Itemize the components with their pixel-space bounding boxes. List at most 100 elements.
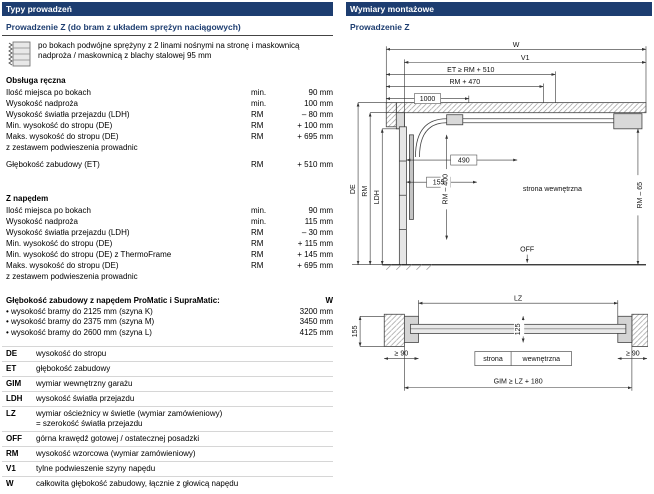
intro-text: po bokach podwójne sprężyny z 2 linami n… — [38, 41, 300, 60]
row-label: Maks. wysokość do stropu (DE) — [6, 132, 119, 141]
depth-item-label: • wysokość bramy do 2600 mm (szyna L) — [6, 327, 152, 337]
legend-row: W całkowita głębokość zabudowy, łącznie … — [2, 476, 333, 491]
row-value — [283, 271, 333, 282]
legend-text: głębokość zabudowy — [36, 364, 111, 373]
row-ref: RM — [251, 250, 264, 259]
row-ref: RM — [251, 261, 264, 270]
spring-door-icon — [8, 41, 31, 67]
dim-rm470: RM + 470 — [449, 79, 480, 86]
row-ref: min. — [251, 206, 267, 215]
row-label: Ilość miejsca po bokach — [6, 88, 91, 97]
legend-key: V1 — [6, 464, 16, 473]
inner-label-strona: strona — [483, 356, 503, 363]
intro-row: po bokach podwójne sprężyny z 2 linami n… — [6, 40, 333, 68]
legend-row: ET głębokość zabudowy — [2, 361, 333, 376]
table-row: z zestawem podwieszenia prowadnic — [2, 271, 333, 282]
table-row: Wysokość światła przejazdu (LDH) RM – 30… — [2, 227, 333, 238]
table-row: z zestawem podwieszenia prowadnic — [2, 142, 333, 153]
legend-key: LDH — [6, 394, 23, 403]
row-value: + 145 mm — [297, 250, 333, 259]
right-wall — [631, 313, 648, 347]
track-rail-bottom — [419, 122, 614, 158]
title-rule — [2, 35, 333, 36]
depth-item-value: 3450 mm — [299, 317, 333, 326]
inner-side-label: strona wewnętrzna — [523, 186, 582, 193]
depth-item-value: 3200 mm — [299, 306, 333, 316]
row-ref — [251, 142, 283, 153]
legend-row: GIM wymiar wewnętrzny garażu — [2, 376, 333, 391]
table-row: Wysokość światła przejazdu (LDH) RM – 80… — [2, 109, 333, 120]
row-value: + 100 mm — [297, 121, 333, 130]
legend-text: wysokość światła przejazdu — [36, 394, 135, 403]
row-label: Ilość miejsca po bokach — [6, 206, 91, 215]
row-label: Maks. wysokość do stropu (DE) — [6, 261, 119, 270]
row-label: Wysokość nadproża — [6, 217, 78, 226]
depth-col-header: W — [325, 296, 333, 305]
depth-item-label: • wysokość bramy do 2375 mm (szyna M) — [6, 317, 155, 326]
powered-table: Ilość miejsca po bokach min. 90 mm Wysok… — [2, 205, 333, 282]
row-ref: min. — [251, 217, 267, 226]
top-view-dim-labels: LZ 125 155 ≥ 90 ≥ 90 strona wewnętrzna G… — [352, 296, 640, 386]
drive-head — [613, 113, 643, 130]
table-row: Min. wysokość do stropu (DE) RM + 100 mm — [2, 120, 333, 131]
dim-490: 490 — [458, 158, 470, 165]
depth-title: Głębokość zabudowy z napędem ProMatic i … — [6, 296, 220, 305]
legend-text: wymiar ościeżnicy w świetle (wymiar zamó… — [36, 409, 333, 429]
dim-1000: 1000 — [420, 96, 436, 103]
door-leaf — [398, 126, 407, 266]
legend-key: ET — [6, 364, 17, 373]
dim-rm: RM — [362, 186, 369, 197]
table-row: Ilość miejsca po bokach min. 90 mm — [2, 205, 333, 216]
lintel-wall — [385, 102, 397, 128]
legend-row: DE wysokość do stropu — [2, 346, 333, 361]
row-ref: RM — [251, 121, 264, 130]
row-ref: RM — [251, 239, 264, 248]
dim-lz: LZ — [514, 296, 523, 303]
row-ref: RM — [251, 132, 264, 141]
legend-row: V1 tylne podwieszenie szyny napędu — [2, 461, 333, 476]
legend-key: RM — [6, 449, 19, 458]
row-ref: min. — [251, 88, 267, 97]
dim-155: 155 — [433, 180, 445, 187]
legend-row: LDH wysokość światła przejazdu — [2, 391, 333, 406]
dim-v1: V1 — [521, 55, 530, 62]
spring-pack — [409, 134, 414, 220]
off-label: OFF — [520, 247, 535, 254]
legend-text: całkowita głębokość zabudowy, łącznie z … — [36, 479, 239, 488]
table-row: Maks. wysokość do stropu (DE) RM + 695 m… — [2, 131, 333, 142]
dim-155-top: 155 — [352, 325, 359, 337]
legend-key: LZ — [6, 409, 16, 418]
table-row: Min. wysokość do stropu (DE) RM + 115 mm — [2, 238, 333, 249]
legend-text-line1: wymiar ościeżnicy w świetle (wymiar zamó… — [36, 409, 223, 418]
row-label: Wysokość nadproża — [6, 99, 78, 108]
top-view-dim-lines — [358, 300, 648, 391]
row-ref: min. — [251, 99, 267, 108]
dim-et: ET ≥ RM + 510 — [447, 67, 494, 74]
section-title-manual: Obsługa ręczna — [6, 76, 66, 85]
row-label: Wysokość światła przejazdu (LDH) — [6, 228, 130, 237]
legend-key: DE — [6, 349, 18, 358]
row-value: 115 mm — [304, 217, 333, 226]
legend-row: LZ wymiar ościeżnicy w świetle (wymiar z… — [2, 406, 333, 431]
row-value: – 30 mm — [301, 228, 333, 237]
depth-item: • wysokość bramy do 2125 mm (szyna K) 32… — [2, 307, 333, 318]
row-label: Min. wysokość do stropu (DE) z ThermoFra… — [6, 250, 172, 259]
row-value: + 695 mm — [297, 261, 333, 270]
depth-item-label: • wysokość bramy do 2125 mm (szyna K) — [6, 306, 153, 316]
lintel-cover — [395, 112, 405, 130]
table-row: Wysokość nadproża min. 115 mm — [2, 216, 333, 227]
row-label: Min. wysokość do stropu (DE) — [6, 121, 113, 130]
legend-text-line2: = szerokość światła przejazdu — [36, 419, 143, 428]
legend-key: OFF — [6, 434, 22, 443]
depth-title-row: Głębokość zabudowy z napędem ProMatic i … — [2, 296, 333, 307]
row-label: Min. wysokość do stropu (DE) — [6, 239, 113, 248]
row-value: – 80 mm — [301, 110, 333, 119]
dim-ge90-left: ≥ 90 — [395, 351, 409, 358]
manual-table: Ilość miejsca po bokach min. 90 mm Wysok… — [2, 87, 333, 170]
legend-text: wysokość wzorcowa (wymiar zamówieniowy) — [36, 449, 196, 458]
row-ref: RM — [251, 110, 264, 119]
right-column: Wymiary montażowe Prowadzenie Z — [346, 2, 652, 492]
dim-w: W — [513, 42, 520, 49]
row-value — [283, 142, 333, 153]
